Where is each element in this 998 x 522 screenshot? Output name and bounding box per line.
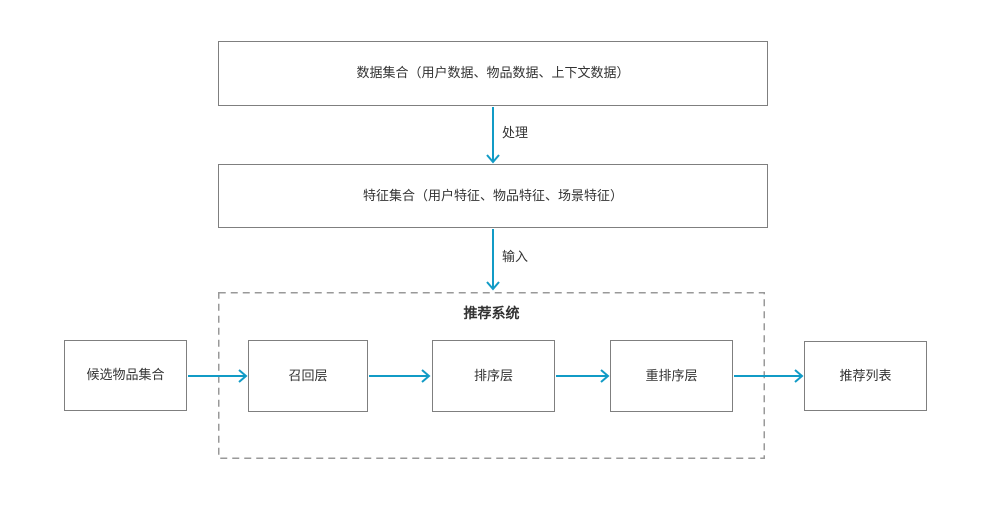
recommender-system-title: 推荐系统 [463,305,520,321]
node-ranking-layer: 排序层 [432,340,555,412]
arrow-right-icon [188,369,248,383]
node-reranking-layer: 重排序层 [610,340,733,412]
arrow-right-icon [734,369,804,383]
node-candidate-set: 候选物品集合 [64,340,187,411]
node-feature-set: 特征集合（用户特征、物品特征、场景特征） [218,164,768,228]
node-candidate-set-label: 候选物品集合 [86,367,165,383]
arrow-right-icon [556,369,610,383]
edge-label-process: 处理 [502,125,529,140]
edge-label-input: 输入 [502,249,529,264]
node-recall-layer: 召回层 [248,340,368,412]
node-data-set-label: 数据集合（用户数据、物品数据、上下文数据） [356,65,630,81]
node-data-set: 数据集合（用户数据、物品数据、上下文数据） [218,41,768,106]
node-ranking-layer-label: 排序层 [473,367,513,383]
arrow-down-icon [486,229,500,291]
node-feature-set-label: 特征集合（用户特征、物品特征、场景特征） [362,187,623,203]
node-recall-layer-label: 召回层 [288,367,328,383]
node-recommendation-list: 推荐列表 [804,341,927,411]
arrow-right-icon [369,369,431,383]
node-reranking-layer-label: 重排序层 [645,367,698,383]
node-recommendation-list-label: 推荐列表 [839,367,892,383]
arrow-down-icon [486,107,500,164]
